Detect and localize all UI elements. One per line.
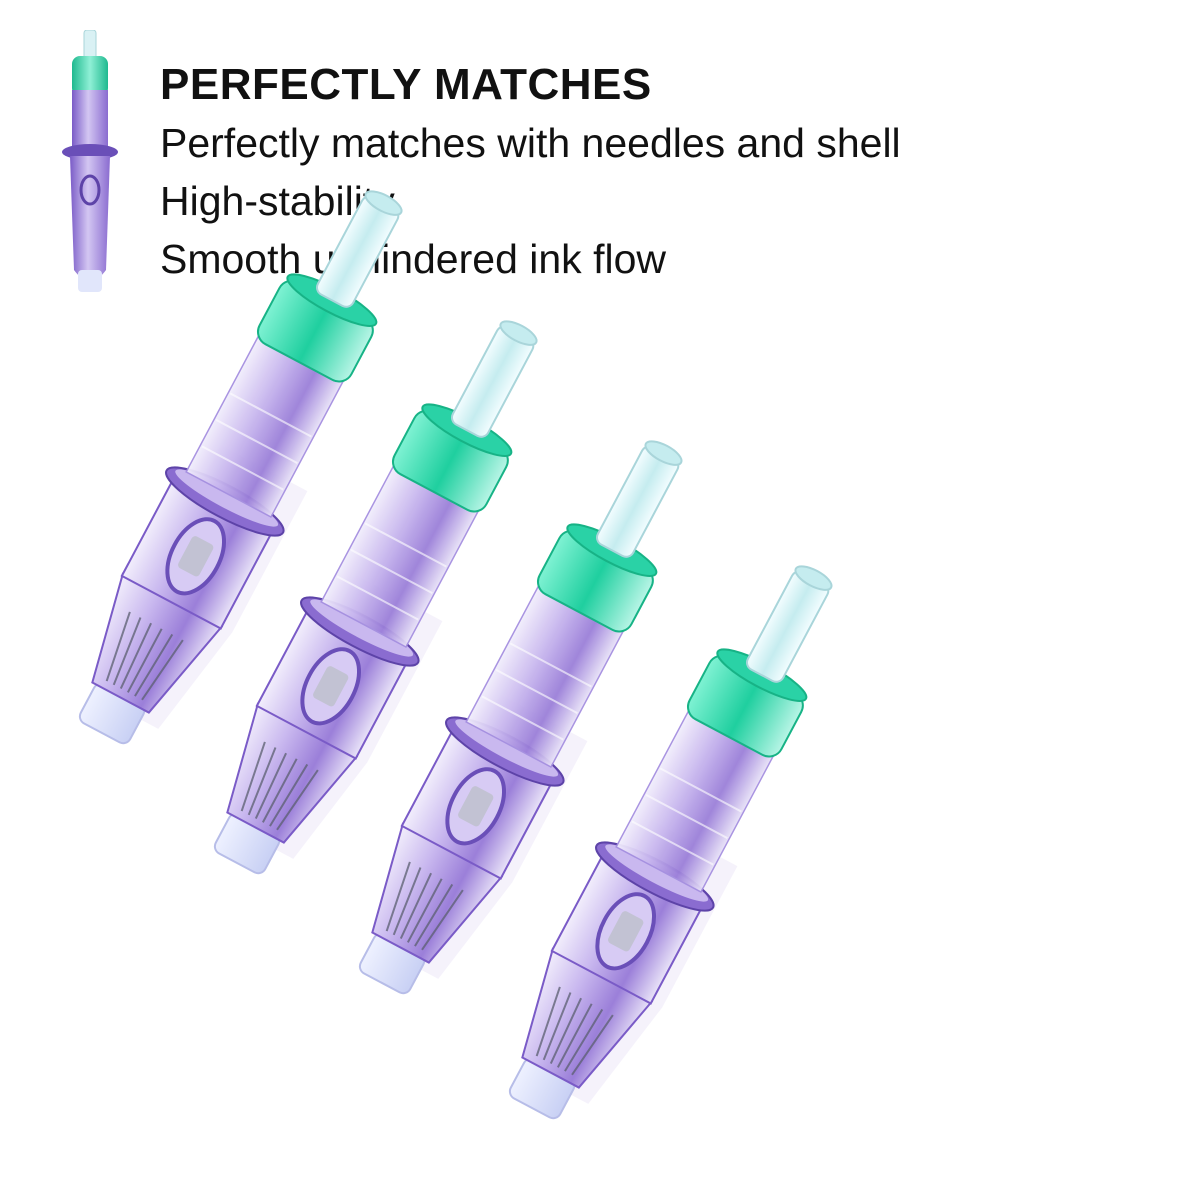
headline: PERFECTLY MATCHES: [160, 60, 652, 109]
cartridge-thumbnail-icon: [62, 30, 118, 292]
feature-line-1: Perfectly matches with needles and shell: [160, 120, 901, 166]
feature-text-block: PERFECTLY MATCHES Perfectly matches with…: [160, 56, 901, 288]
feature-line-3: Smooth unhindered ink flow: [160, 236, 666, 282]
